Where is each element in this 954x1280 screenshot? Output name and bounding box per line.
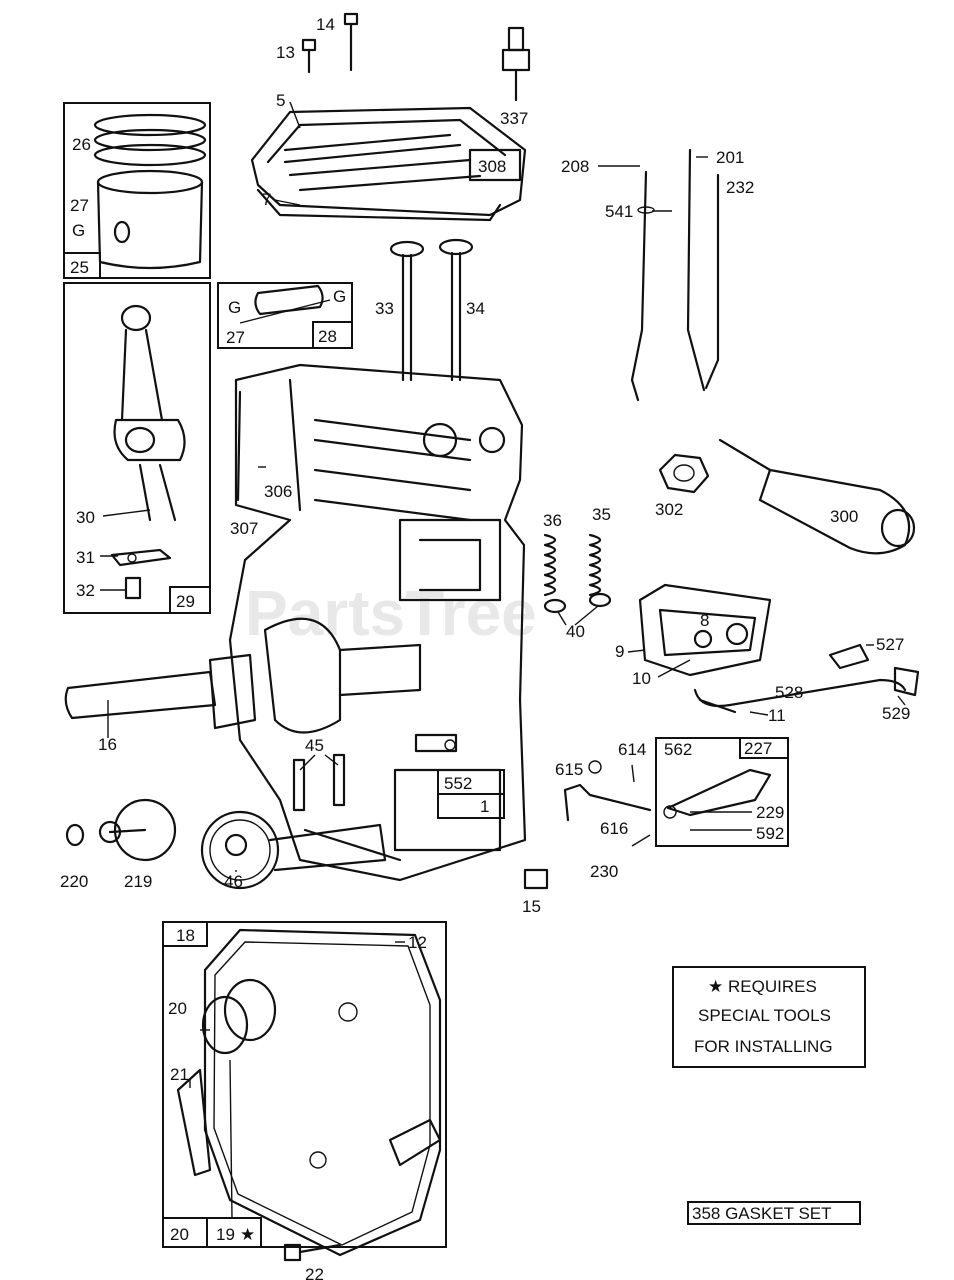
engine-block	[228, 363, 527, 882]
label-35: 35	[592, 505, 611, 524]
label-562: 562	[664, 740, 692, 759]
block-label-box	[414, 733, 505, 819]
note-line-1: REQUIRES	[728, 977, 817, 996]
label-28: 28	[318, 327, 337, 346]
label-12: 12	[408, 933, 427, 952]
star-icon: ★	[240, 1225, 255, 1244]
label-8: 8	[700, 611, 709, 630]
label-615: 615	[555, 760, 583, 779]
governor-links	[630, 148, 720, 402]
label-1: 1	[480, 797, 489, 816]
connecting-rod-box	[63, 282, 211, 614]
label-616: 616	[600, 819, 628, 838]
watermark: PartsTree	[245, 577, 537, 649]
label-27: 27	[70, 196, 89, 215]
label-232: 232	[726, 178, 754, 197]
label-22: 22	[305, 1265, 324, 1280]
label-31: 31	[76, 548, 95, 567]
label-14: 14	[316, 15, 335, 34]
label-527: 527	[876, 635, 904, 654]
label-302: 302	[655, 500, 683, 519]
label-541: 541	[605, 202, 633, 221]
note-star-icon: ★	[708, 977, 723, 996]
label-306: 306	[264, 482, 292, 501]
governor-lever-box	[655, 737, 789, 847]
label-19: 19	[216, 1225, 235, 1244]
label-227: 227	[744, 739, 772, 758]
label-46: 46	[224, 872, 243, 891]
label-528: 528	[775, 683, 803, 702]
crankshaft	[64, 617, 422, 734]
label-20: 20	[168, 999, 187, 1018]
label-15: 15	[522, 897, 541, 916]
label-5: 5	[276, 91, 285, 110]
label-229: 229	[756, 803, 784, 822]
gasket-set-text: 358 GASKET SET	[692, 1204, 832, 1223]
label-10: 10	[632, 669, 651, 688]
governor-shaft	[563, 760, 652, 822]
label-21: 21	[170, 1065, 189, 1084]
label-g-left: G	[228, 298, 241, 317]
label-11: 11	[768, 706, 786, 725]
cylinder-head	[250, 106, 527, 222]
label-33: 33	[375, 299, 394, 318]
tappets	[292, 753, 346, 812]
label-34: 34	[466, 299, 485, 318]
label-529: 529	[882, 704, 910, 723]
label-g: G	[72, 221, 85, 240]
crankcase-cover-box	[162, 921, 447, 1257]
label-45: 45	[305, 736, 324, 755]
breather-assembly	[638, 583, 772, 677]
valve-springs	[543, 533, 612, 614]
muffler	[658, 438, 916, 555]
special-tools-note: ★ REQUIRES SPECIAL TOOLS FOR INSTALLING	[672, 966, 866, 1068]
label-337: 337	[500, 109, 528, 128]
label-25: 25	[70, 258, 89, 277]
cam-gear	[200, 810, 387, 890]
label-26: 26	[72, 135, 91, 154]
note-line-3: FOR INSTALLING	[694, 1037, 833, 1056]
label-36: 36	[543, 511, 562, 530]
label-32: 32	[76, 581, 95, 600]
label-219: 219	[124, 872, 152, 891]
label-300: 300	[830, 507, 858, 526]
governor-gear	[65, 798, 177, 862]
note-line-2: SPECIAL TOOLS	[698, 1006, 831, 1025]
label-307: 307	[230, 519, 258, 538]
label-552: 552	[444, 774, 472, 793]
label-27-pin: 27	[226, 328, 245, 347]
cover-bolt	[283, 1243, 342, 1262]
label-9: 9	[615, 642, 624, 661]
label-40: 40	[566, 622, 585, 641]
piston-assembly-box	[63, 102, 211, 279]
label-308: 308	[478, 157, 506, 176]
piston-pin-box	[217, 282, 353, 349]
label-230: 230	[590, 862, 618, 881]
label-29: 29	[176, 592, 195, 611]
spark-plug	[501, 26, 531, 102]
label-30: 30	[76, 508, 95, 527]
breather-tube	[693, 643, 920, 714]
label-592: 592	[756, 824, 784, 843]
head-bolts	[301, 12, 359, 74]
label-220: 220	[60, 872, 88, 891]
label-18: 18	[176, 926, 195, 945]
label-7: 7	[262, 190, 271, 209]
label-208: 208	[561, 157, 589, 176]
label-16: 16	[98, 735, 117, 754]
label-201: 201	[716, 148, 744, 167]
label-614: 614	[618, 740, 646, 759]
label-13: 13	[276, 43, 295, 62]
valves	[389, 238, 474, 382]
gasket-set-label: 358 GASKET SET	[687, 1201, 861, 1225]
drain-plug	[523, 868, 549, 890]
label-20-bottom: 20	[170, 1225, 189, 1244]
label-g-right: G	[333, 287, 346, 306]
